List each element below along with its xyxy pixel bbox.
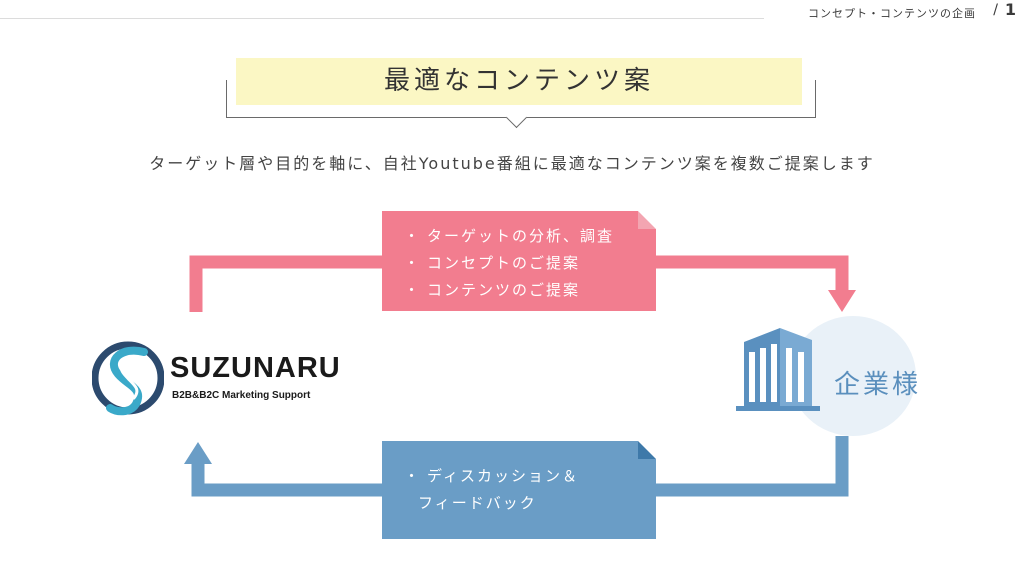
pink-arrowhead	[828, 290, 856, 312]
list-item: ・ディスカッション＆	[404, 467, 579, 485]
list-item-continued: フィードバック	[418, 494, 537, 512]
proposal-box-fold	[638, 211, 656, 229]
suzunaru-logo-icon	[92, 341, 164, 416]
header-rule	[0, 18, 775, 19]
section-title: コンセプト・コンテンツの企画	[808, 7, 976, 20]
proposal-box: ・ターゲットの分析、調査 ・コンセプトのご提案 ・コンテンツのご提案	[382, 211, 656, 311]
feedback-box: ・ディスカッション＆ フィードバック	[382, 441, 656, 539]
list-item: ・ターゲットの分析、調査	[404, 227, 615, 245]
company-label: 企業様	[834, 370, 922, 400]
proposal-list: ・ターゲットの分析、調査 ・コンセプトのご提案 ・コンテンツのご提案	[382, 211, 656, 304]
blue-flow-line	[191, 436, 849, 497]
agency-tagline: B2B&B2C Marketing Support	[172, 390, 311, 401]
pink-flow-line	[189, 255, 849, 312]
page-subtitle: ターゲット層や目的を軸に、自社Youtube番組に最適なコンテンツ案を複数ご提案…	[149, 154, 875, 173]
feedback-list: ・ディスカッション＆ フィードバック	[382, 441, 656, 517]
title-highlight	[236, 58, 802, 105]
list-item: ・コンセプトのご提案	[404, 254, 581, 272]
page-number: 1	[1004, 0, 1016, 19]
feedback-box-fold	[638, 441, 656, 459]
page-title: 最適なコンテンツ案	[383, 66, 654, 96]
building-icon	[736, 328, 820, 411]
header-separator: /	[993, 2, 998, 18]
blue-arrowhead	[184, 442, 212, 464]
list-item: ・コンテンツのご提案	[404, 281, 581, 299]
agency-name: SUZUNARU	[170, 352, 341, 384]
header-tab: コンセプト・コンテンツの企画 / 1	[764, 0, 1024, 24]
